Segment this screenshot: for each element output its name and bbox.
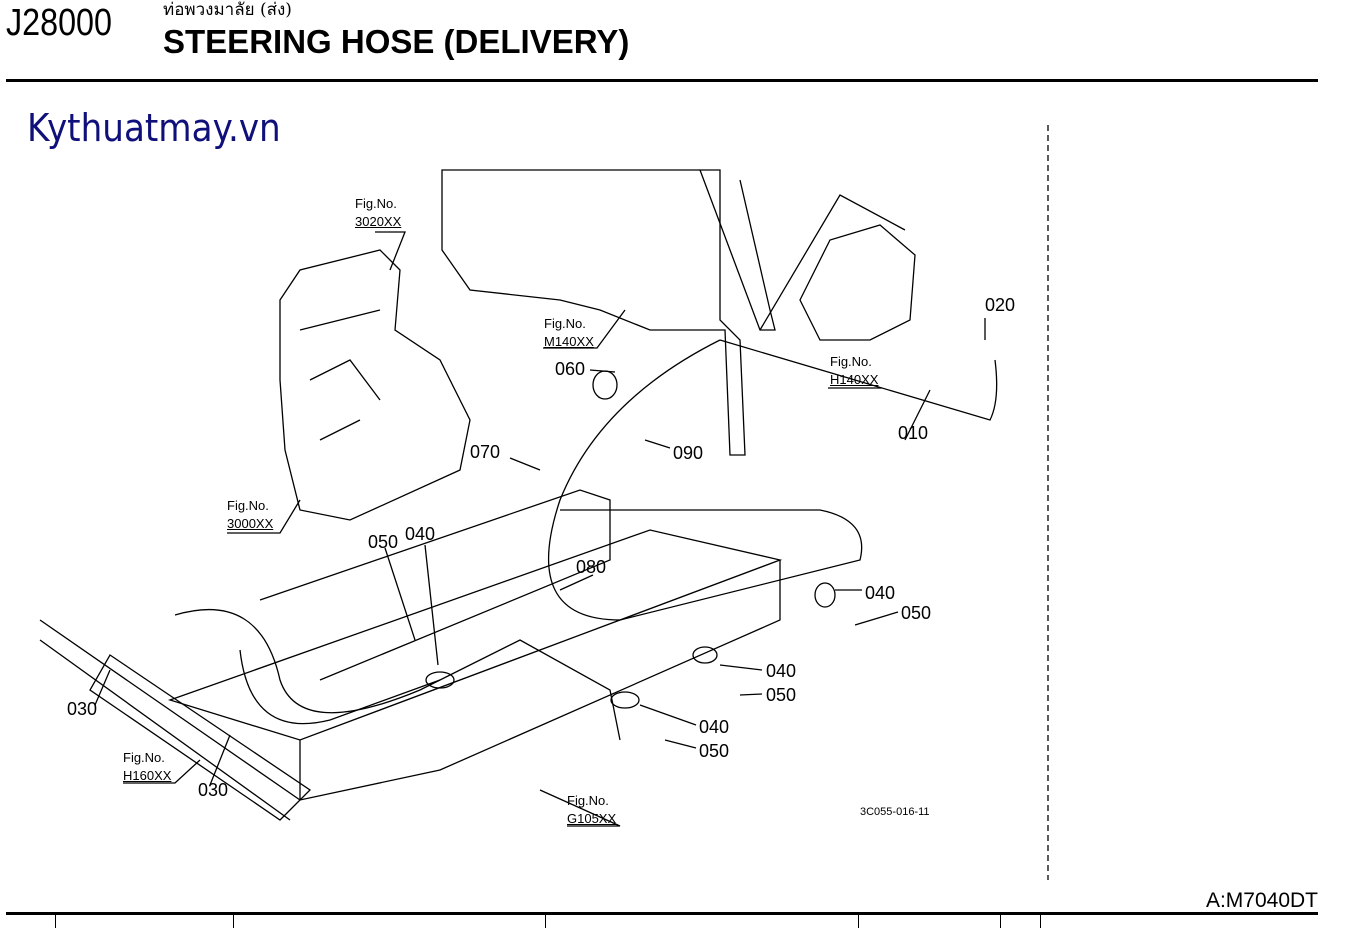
callout-090[interactable]: 090 <box>673 443 704 463</box>
callout-050[interactable]: 050 <box>699 741 730 761</box>
fig-ref-3000XX[interactable]: Fig.No. 3000XX <box>227 497 273 533</box>
header-divider <box>6 79 1318 82</box>
callout-040[interactable]: 040 <box>766 661 797 681</box>
part-group-code: J28000 <box>6 2 112 44</box>
callout-leaders <box>94 231 986 827</box>
page-title: STEERING HOSE (DELIVERY) <box>163 23 630 60</box>
fig-number: H160XX <box>123 768 172 783</box>
fig-ref-G105XX[interactable]: Fig.No. G105XX <box>567 792 616 828</box>
watermark-logo: Kythuatmay.vn <box>27 106 281 150</box>
support-bracket <box>441 169 746 456</box>
fig-number: M140XX <box>544 334 594 349</box>
table-column-divider <box>545 915 546 928</box>
engine-block <box>279 249 471 521</box>
grommet <box>592 370 618 400</box>
callout-010[interactable]: 010 <box>898 423 929 443</box>
engine-detail <box>299 309 381 441</box>
callout-040[interactable]: 040 <box>865 583 896 603</box>
fig-prefix: Fig.No. <box>544 316 586 331</box>
steering-cylinder <box>39 619 312 821</box>
table-column-divider <box>1040 915 1041 928</box>
diagram-reference: 3C055-016-11 <box>860 806 930 818</box>
table-column-divider <box>233 915 234 928</box>
fig-prefix: Fig.No. <box>355 196 397 211</box>
callout-080[interactable]: 080 <box>576 557 607 577</box>
table-column-divider <box>858 915 859 928</box>
hose-clamp <box>814 582 836 608</box>
hose-clamp <box>610 691 640 709</box>
callout-040[interactable]: 040 <box>699 717 730 737</box>
frame-crossmember <box>259 489 611 681</box>
steering-unit-guide <box>759 194 906 331</box>
fig-number: 3020XX <box>355 214 402 229</box>
footer-divider <box>6 912 1318 915</box>
fig-number: 3000XX <box>227 516 274 531</box>
callout-050[interactable]: 050 <box>766 685 797 705</box>
hose-clamp <box>692 646 718 664</box>
fig-prefix: Fig.No. <box>830 354 872 369</box>
fig-ref-H140XX[interactable]: Fig.No. H140XX <box>830 353 878 389</box>
hose-delivery <box>547 339 863 621</box>
fig-ref-3020XX[interactable]: Fig.No. 3020XX <box>355 195 401 231</box>
callout-040[interactable]: 040 <box>405 524 436 544</box>
fig-ref-M140XX[interactable]: Fig.No. M140XX <box>544 315 594 351</box>
fig-ref-H160XX[interactable]: Fig.No. H160XX <box>123 749 171 785</box>
callout-050[interactable]: 050 <box>901 603 932 623</box>
callout-020[interactable]: 020 <box>985 295 1016 315</box>
fig-number: G105XX <box>567 811 617 826</box>
callout-030[interactable]: 030 <box>67 699 98 719</box>
fig-number: H140XX <box>830 372 879 387</box>
thai-title: ท่อพวงมาลัย (ส่ง) <box>163 0 292 20</box>
frame-rail-side <box>299 560 781 801</box>
bracket-arm <box>699 169 776 331</box>
model-code: A:M7040DT <box>1205 889 1318 912</box>
hose-upper <box>719 339 998 421</box>
callout-050[interactable]: 050 <box>368 532 399 552</box>
hose-cylinder-2 <box>239 649 441 725</box>
table-column-divider <box>1000 915 1001 928</box>
fig-prefix: Fig.No. <box>123 750 165 765</box>
table-column-divider <box>55 915 56 928</box>
callout-070[interactable]: 070 <box>470 442 501 462</box>
fig-prefix: Fig.No. <box>567 793 609 808</box>
hose-clamp <box>425 671 455 689</box>
hose-cylinder-1 <box>174 608 621 741</box>
callout-060[interactable]: 060 <box>555 359 586 379</box>
steering-unit <box>799 224 916 341</box>
fig-prefix: Fig.No. <box>227 498 269 513</box>
callout-030[interactable]: 030 <box>198 780 229 800</box>
